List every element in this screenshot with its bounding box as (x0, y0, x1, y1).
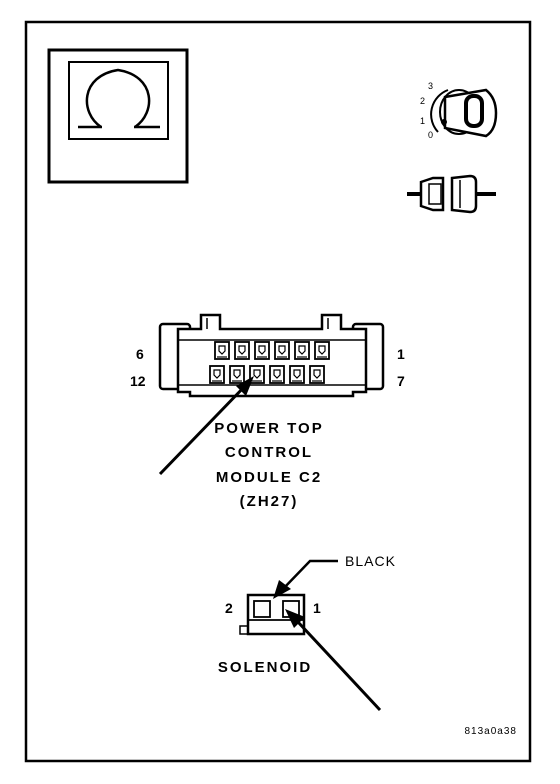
ignition-pos-2: 2 (420, 96, 425, 106)
connector-disconnected-icon (407, 174, 496, 214)
connector-pointer-arrow (158, 376, 254, 476)
ignition-key-icon: 3 2 1 0 (420, 81, 498, 140)
pin-label-6: 6 (136, 346, 144, 362)
connector-title-line-2: CONTROL (225, 444, 313, 461)
solenoid-pin-1-label: 1 (313, 600, 321, 616)
terminal-cavity (209, 365, 225, 384)
power-top-connector: 6 12 1 7 (130, 313, 405, 398)
connector-title: POWER TOP CONTROL MODULE C2 (ZH27) (214, 420, 323, 510)
pin-label-7: 7 (397, 373, 405, 389)
terminal-cavity (314, 341, 330, 360)
terminal-cavity (294, 341, 310, 360)
ignition-pos-3: 3 (428, 81, 433, 91)
pin-label-12: 12 (130, 373, 146, 389)
solenoid-connector: 2 1 (225, 593, 321, 636)
solenoid-title: SOLENOID (218, 659, 312, 676)
figure-id: 813a0a38 (465, 726, 518, 737)
connector-title-line-4: (ZH27) (240, 493, 299, 510)
connector-title-line-3: MODULE C2 (216, 469, 322, 486)
connector-title-line-1: POWER TOP (214, 420, 323, 437)
black-color-label: BLACK (345, 553, 396, 569)
terminal-cavity (214, 341, 230, 360)
terminal-cavity (249, 365, 265, 384)
solenoid-pin-2-label: 2 (225, 600, 233, 616)
terminal-cavity (269, 365, 285, 384)
solenoid-pointer-arrow (285, 609, 382, 712)
terminal-cavity (234, 341, 250, 360)
terminal-cavity (229, 365, 245, 384)
terminal-cavity (254, 341, 270, 360)
terminal-cavity (289, 365, 305, 384)
terminal-cavity (309, 365, 325, 384)
outer-frame (24, 20, 532, 763)
ignition-pos-0: 0 (428, 130, 433, 140)
ohm-meter-icon (47, 48, 189, 184)
pin-label-1: 1 (397, 346, 405, 362)
ignition-pos-1: 1 (420, 116, 425, 126)
terminal-cavity (274, 341, 290, 360)
black-color-callout: BLACK (273, 553, 396, 599)
